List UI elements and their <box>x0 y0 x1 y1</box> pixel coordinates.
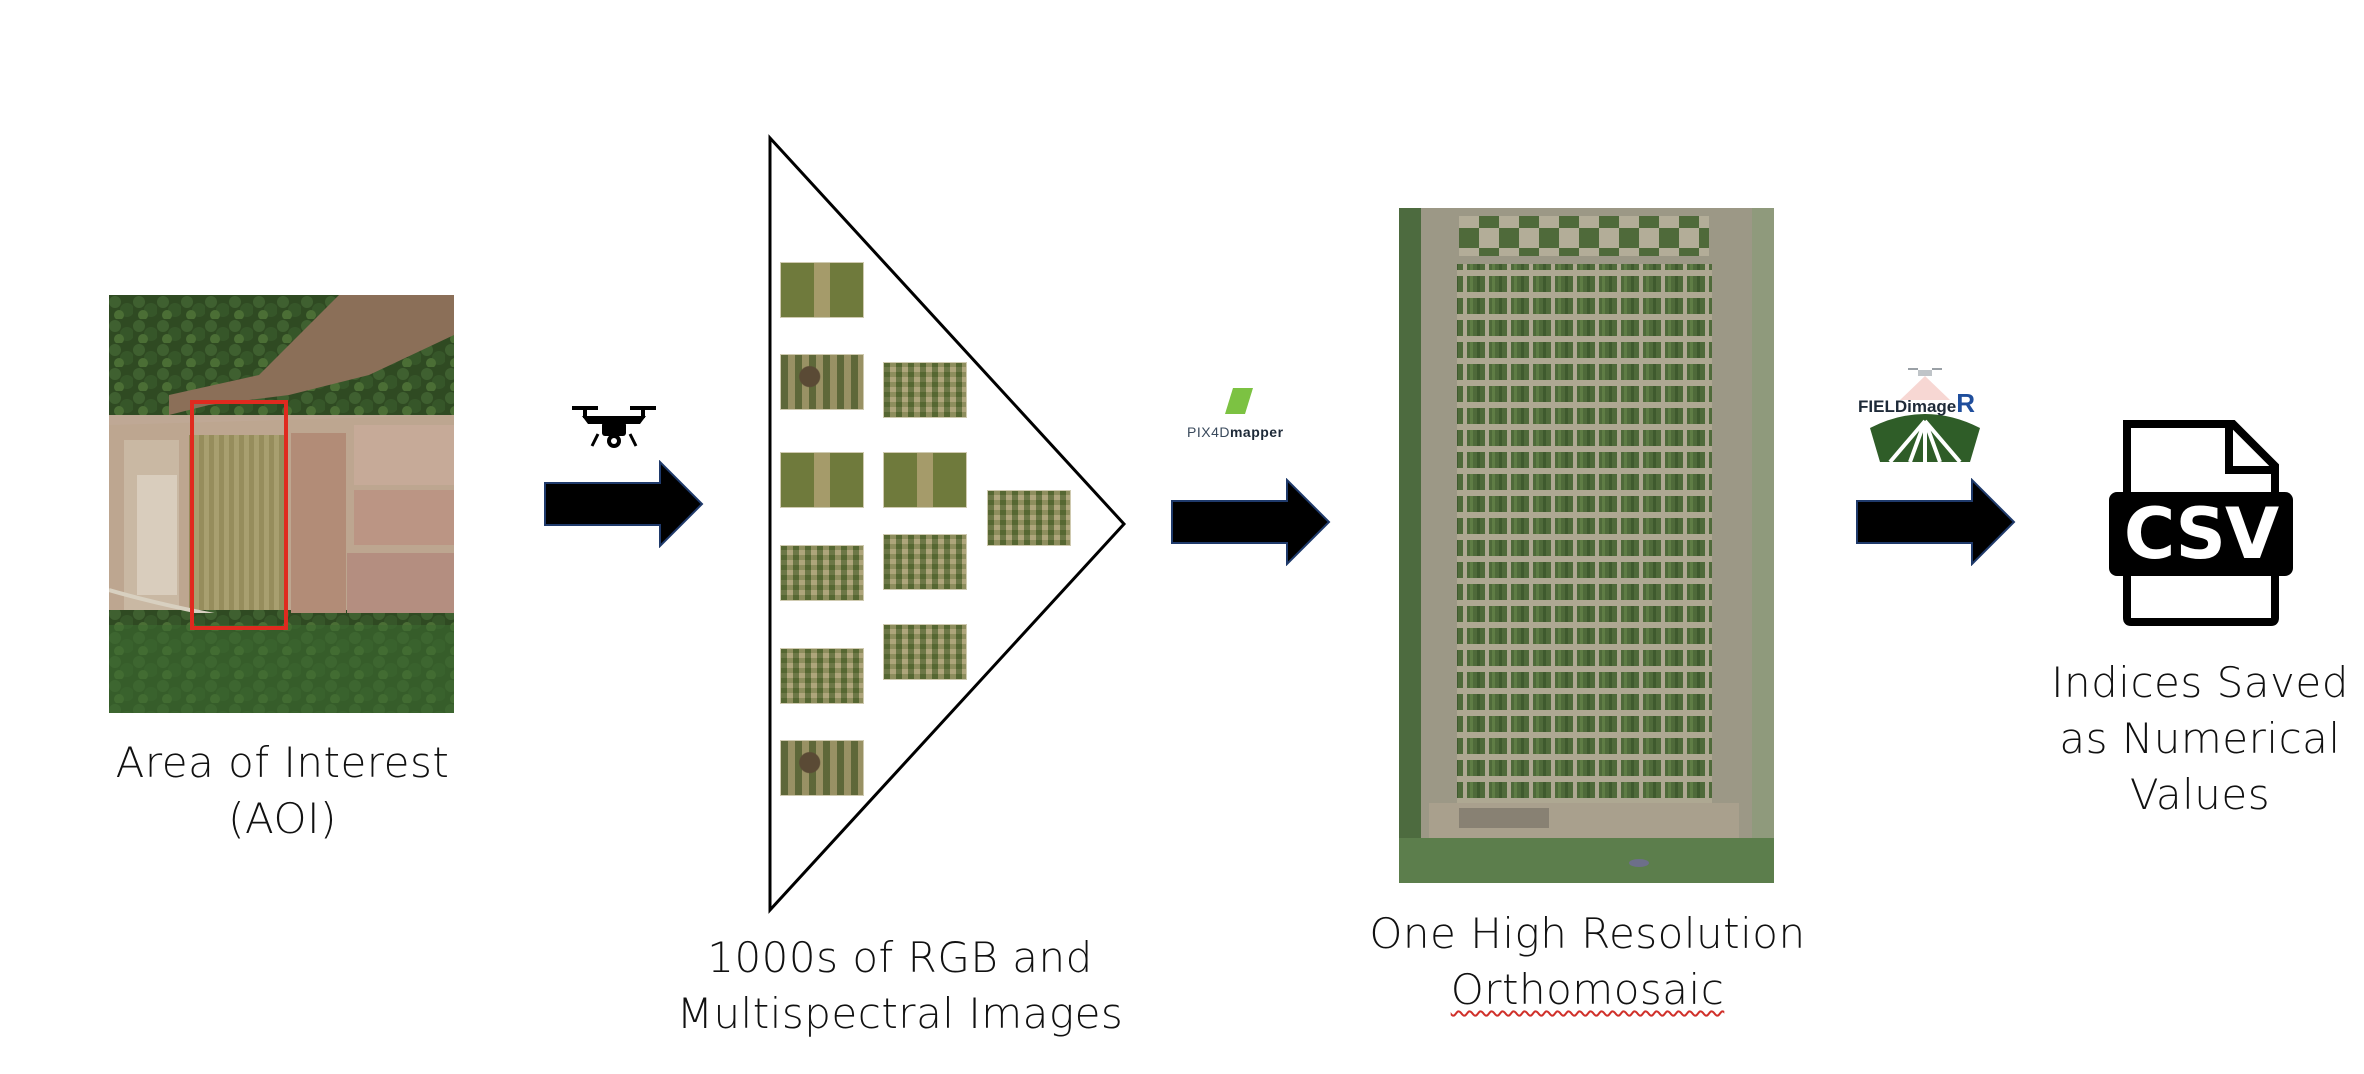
aoi-caption-line-2: (AOI) <box>228 794 337 843</box>
csv-caption-line-3: Values <box>2129 770 2271 819</box>
pix4d-wordmark-prefix: PIX4D <box>1187 424 1230 440</box>
fieldimager-wordmark-main: FIELDimage <box>1858 397 1957 416</box>
orthomosaic-caption-line-1: One High Resolution <box>1369 909 1806 958</box>
orthomosaic-caption-line-2: Orthomosaic <box>1450 965 1725 1014</box>
pix4d-wordmark-suffix: mapper <box>1229 424 1284 440</box>
aoi-satellite-image <box>109 295 454 713</box>
aoi-satellite-image-svg <box>109 295 454 713</box>
thumbnail-image <box>987 490 1071 546</box>
fieldimager-logo: FIELDimageR <box>1858 366 1990 466</box>
csv-caption-line-1: Indices Saved <box>2051 658 2349 707</box>
fieldimager-graphic <box>1870 368 1980 464</box>
csv-label: CSV <box>2123 493 2279 575</box>
pix4d-leaf-icon <box>1225 388 1253 414</box>
aoi-caption: Area of Interest (AOI) <box>80 735 485 847</box>
thumbnail-image <box>780 262 864 318</box>
drone-icon <box>568 400 660 455</box>
arrow-right-icon-2 <box>1171 478 1331 566</box>
thumbnail-image <box>780 648 864 704</box>
aoi-selection-box <box>190 400 288 630</box>
aoi-caption-line-1: Area of Interest <box>115 738 450 787</box>
images-funnel-triangle <box>768 134 1127 914</box>
thumbnail-image <box>883 534 967 590</box>
images-caption: 1000s of RGB and Multispectral Images <box>665 930 1135 1042</box>
csv-file-icon: CSV <box>2105 420 2295 626</box>
thumbnail-image <box>780 354 864 410</box>
thumbnail-image <box>883 452 967 508</box>
csv-caption: Indices Saved as Numerical Values <box>2040 655 2360 823</box>
pix4d-wordmark: PIX4Dmapper <box>1187 424 1297 440</box>
thumbnail-image <box>780 452 864 508</box>
fieldimager-wordmark: FIELDimageR <box>1858 388 1998 419</box>
pix4d-logo: PIX4Dmapper <box>1183 384 1293 446</box>
thumbnail-image <box>883 624 967 680</box>
orthomosaic-image-svg <box>1399 208 1774 883</box>
csv-caption-line-2: as Numerical <box>2059 714 2341 763</box>
fieldimager-wordmark-r: R <box>1956 388 1976 418</box>
arrow-right-icon-3 <box>1856 478 2016 566</box>
orthomosaic-image <box>1399 208 1774 883</box>
arrow-right-icon-1 <box>544 460 704 548</box>
orthomosaic-caption: One High Resolution Orthomosaic <box>1345 906 1830 1018</box>
thumbnail-image <box>883 362 967 418</box>
images-caption-line-2: Multispectral Images <box>676 989 1124 1038</box>
thumbnail-image <box>780 740 864 796</box>
images-caption-line-1: 1000s of RGB and <box>707 933 1093 982</box>
thumbnail-image <box>780 545 864 601</box>
